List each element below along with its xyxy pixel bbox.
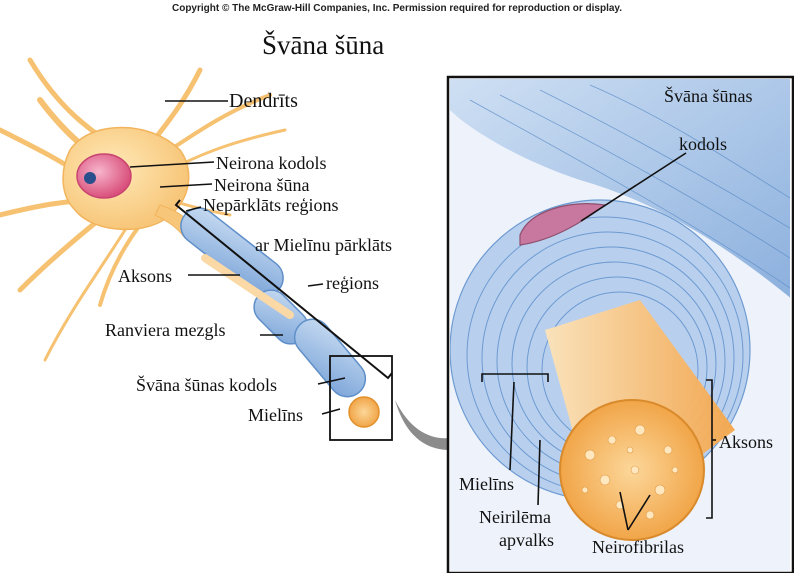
- inset-label-myelin: Mielīns: [459, 474, 514, 494]
- inset-label-neurofibrils: Neirofibrilas: [592, 537, 684, 557]
- label-neuron-nucleus: Neirona kodols: [216, 153, 326, 173]
- copyright-notice: Copyright © The McGraw-Hill Companies, I…: [0, 3, 794, 14]
- label-neuron-cell: Neirona šūna: [214, 175, 309, 195]
- label-myelin: Mielīns: [248, 405, 303, 425]
- diagram-title: Švāna šūna: [262, 30, 384, 61]
- label-schwann-nucleus: Švāna šūnas kodols: [136, 375, 277, 395]
- inset-label-schwann-cells: Švāna šūnas: [664, 86, 753, 106]
- label-unmyelinated-region: Nepārklāts reģions: [203, 195, 338, 215]
- label-node-of-ranvier: Ranviera mezgls: [105, 320, 225, 340]
- inset-label-neurilemma-1: Neirilēma: [479, 507, 551, 527]
- label-axon: Aksons: [118, 266, 172, 286]
- axon-cut-end: [349, 397, 379, 427]
- nucleolus: [84, 172, 96, 184]
- inset-label-neurilemma-2: apvalks: [499, 530, 554, 550]
- label-myelinated-region-2: reģions: [326, 273, 379, 293]
- inset-label-nucleus: kodols: [679, 134, 727, 154]
- label-dendrites: Dendrīts: [229, 91, 298, 111]
- label-myelinated-region-1: ar Mielīnu pārklāts: [255, 235, 392, 255]
- inset-label-axon: Aksons: [719, 432, 773, 452]
